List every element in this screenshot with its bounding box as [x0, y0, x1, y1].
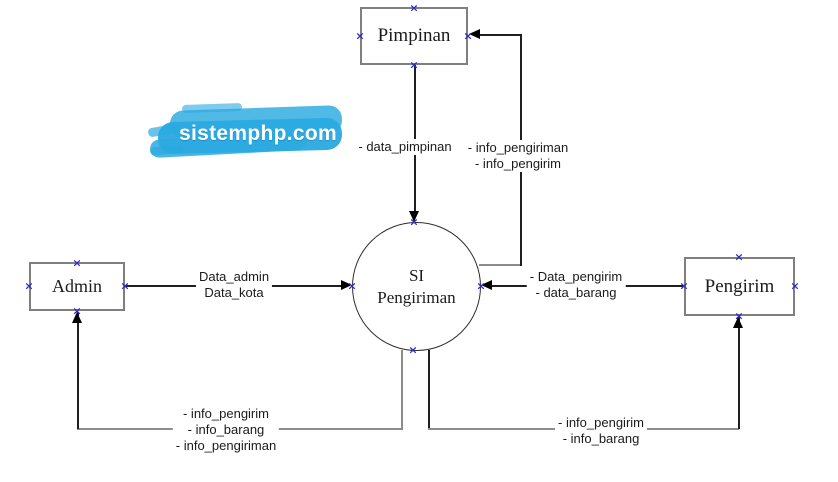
arrowhead-into-pimpinan-icon: [469, 29, 480, 39]
anchor-marker-icon: ×: [734, 309, 744, 323]
anchor-marker-icon: ×: [408, 343, 418, 357]
flow-line-si-to-pengirim-vertical: [428, 350, 430, 429]
flow-label-admin-to-si: Data_admin Data_kota: [195, 269, 273, 301]
anchor-marker-icon: ×: [120, 279, 130, 293]
arrowhead-into-process-top-icon: [409, 211, 419, 222]
flow-line-si-to-admin-up: [77, 312, 79, 429]
process-si-pengiriman: SI Pengiriman: [352, 222, 481, 351]
entity-pengirim: Pengirim: [684, 257, 795, 316]
flow-label-si-to-admin: - info_pengirim - info_barang - info_pen…: [172, 406, 280, 454]
watermark-text: sistemphp.com: [179, 122, 337, 145]
flow-label-si-to-pengirim: - info_pengirim - info_barang: [555, 415, 647, 447]
flow-line-si-to-pimpinan-bottom: [479, 264, 522, 266]
flow-line-si-to-pimpinan-top: [479, 34, 521, 36]
anchor-marker-icon: ×: [355, 29, 365, 43]
flow-line-si-to-admin-vertical: [401, 350, 403, 429]
arrowhead-into-admin-icon: [72, 312, 82, 323]
anchor-marker-icon: ×: [476, 279, 486, 293]
anchor-marker-icon: ×: [24, 279, 34, 293]
anchor-marker-icon: ×: [409, 58, 419, 72]
watermark: sistemphp.com: [148, 102, 352, 166]
flow-label-pimpinan-to-si: - data_pimpinan: [355, 139, 455, 155]
anchor-marker-icon: ×: [463, 29, 473, 43]
arrowhead-into-pengirim-icon: [733, 317, 743, 328]
anchor-marker-icon: ×: [679, 279, 689, 293]
anchor-marker-icon: ×: [409, 1, 419, 15]
entity-pengirim-label: Pengirim: [704, 275, 775, 297]
process-label-line2: Pengiriman: [377, 287, 456, 307]
entity-pimpinan-label: Pimpinan: [377, 25, 451, 46]
entity-admin: Admin: [29, 262, 125, 311]
process-label-line1: SI: [408, 265, 425, 285]
arrowhead-into-process-right-icon: [481, 280, 492, 290]
flow-line-si-to-pengirim-up: [738, 317, 740, 429]
anchor-marker-icon: ×: [790, 279, 800, 293]
brush-stroke-icon: [148, 103, 342, 158]
flow-label-si-to-pimpinan: - info_pengiriman - info_pengirim: [464, 140, 572, 172]
anchor-marker-icon: ×: [409, 215, 419, 229]
anchor-marker-icon: ×: [734, 250, 744, 264]
entity-pimpinan: Pimpinan: [360, 7, 468, 65]
flow-label-pengirim-to-si: - Data_pengirim - data_barang: [526, 269, 626, 301]
anchor-marker-icon: ×: [72, 256, 82, 270]
arrowhead-into-process-left-icon: [341, 280, 352, 290]
anchor-marker-icon: ×: [347, 279, 357, 293]
anchor-marker-icon: ×: [72, 304, 82, 318]
entity-admin-label: Admin: [51, 276, 102, 296]
